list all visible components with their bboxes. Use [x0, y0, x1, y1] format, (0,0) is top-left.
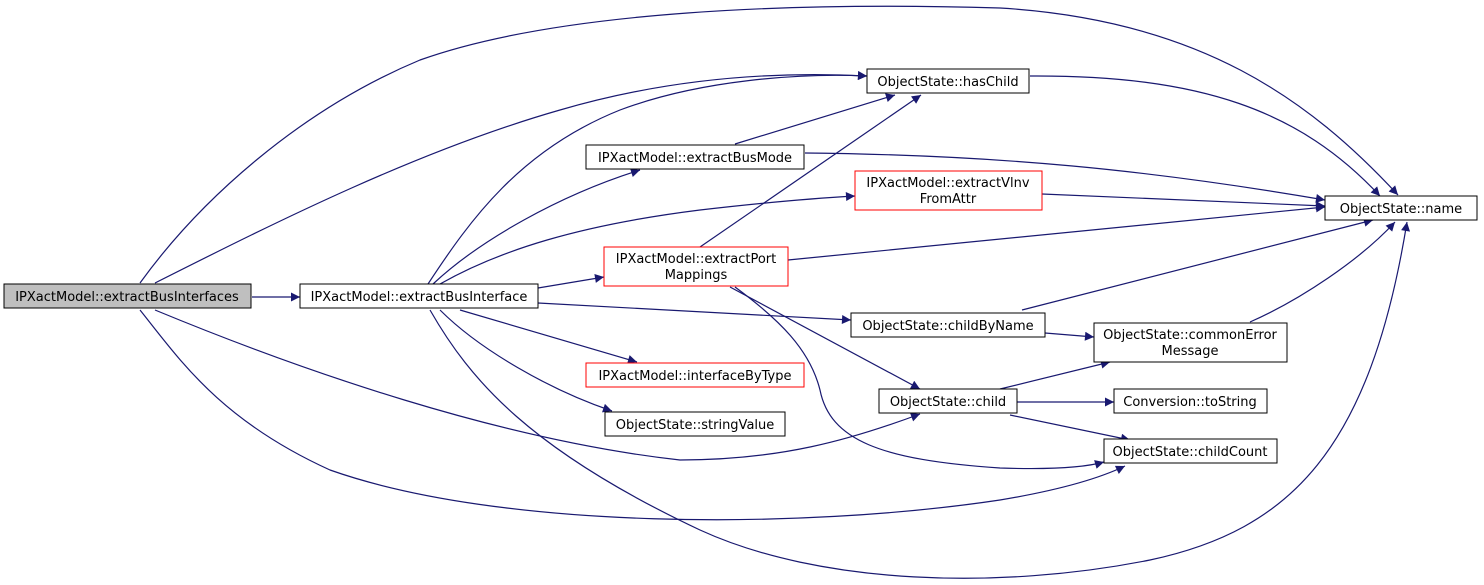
edge-extractBusInterface-to-extractBusMode [432, 168, 641, 285]
node-label-line2: Message [1162, 344, 1219, 359]
node-label: ObjectState::stringValue [616, 418, 775, 433]
edge-extractPortMappings-to-name [787, 203, 1326, 261]
edge-extractPortMappings-to-child [729, 286, 921, 390]
node-label: IPXactModel::extractBusInterfaces [15, 290, 239, 305]
node-extractBusInterfaces[interactable]: IPXactModel::extractBusInterfaces [3, 283, 252, 309]
edge-extractBusInterface-to-hasChild [427, 71, 868, 285]
edge-extractVlnvFromAttr-to-name [1041, 193, 1326, 211]
node-commonErrorMessage[interactable]: ObjectState::commonError Message [1093, 322, 1288, 363]
edge-extractBusInterface-to-name [429, 221, 1410, 579]
node-label: IPXactModel::extractBusMode [598, 151, 792, 166]
node-extractPortMappings[interactable]: IPXactModel::extractPort Mappings [603, 246, 789, 287]
node-label: ObjectState::name [1340, 202, 1462, 217]
edge-commonErrorMessage-to-name [1249, 221, 1396, 323]
node-label: Conversion::toString [1123, 395, 1257, 410]
edge-extractBusInterfaces-to-child [154, 309, 921, 461]
edge-extractBusInterface-to-extractVlnvFromAttr [439, 192, 856, 285]
node-toString[interactable]: Conversion::toString [1113, 388, 1268, 414]
edge-child-to-childCount [1009, 414, 1131, 443]
node-childCount[interactable]: ObjectState::childCount [1103, 438, 1278, 464]
edge-child-to-commonErrorMessage [999, 359, 1111, 390]
node-name[interactable]: ObjectState::name [1324, 195, 1478, 221]
edge-extractPortMappings-to-childCount [734, 286, 1105, 470]
edge-childByName-to-name [1021, 217, 1374, 311]
node-label-line1: ObjectState::commonError [1103, 328, 1277, 343]
node-childByName[interactable]: ObjectState::childByName [850, 312, 1046, 338]
edge-hasChild-to-name [1029, 75, 1381, 197]
node-label-line2: FromAttr [920, 192, 977, 207]
edge-extractBusInterface-to-interfaceByType [459, 309, 638, 364]
edge-extractBusMode-to-hasChild [734, 93, 896, 145]
edges [139, 5, 1410, 579]
nodes: IPXactModel::extractBusInterfaces IPXact… [3, 68, 1478, 464]
node-label: IPXactModel::interfaceByType [598, 369, 791, 384]
node-label: ObjectState::childCount [1113, 445, 1268, 460]
node-label-line1: IPXactModel::extractVlnv [866, 176, 1029, 191]
edge-extractBusInterfaces-to-name [139, 5, 1399, 284]
node-hasChild[interactable]: ObjectState::hasChild [866, 68, 1030, 94]
node-label-line1: IPXactModel::extractPort [616, 252, 776, 267]
node-label: IPXactModel::extractBusInterface [311, 290, 528, 305]
node-label: ObjectState::child [890, 395, 1006, 410]
node-extractBusMode[interactable]: IPXactModel::extractBusMode [585, 144, 805, 170]
edge-extractBusMode-to-name [804, 152, 1326, 203]
edge-extractBusInterface-to-extractPortMappings [537, 274, 605, 289]
node-label: ObjectState::childByName [862, 319, 1033, 334]
node-extractBusInterface[interactable]: IPXactModel::extractBusInterface [299, 283, 539, 309]
node-interfaceByType[interactable]: IPXactModel::interfaceByType [585, 362, 805, 388]
edge-extractBusInterface-to-stringValue [439, 309, 613, 413]
edge-extractPortMappings-to-hasChild [699, 94, 922, 248]
edge-extractBusInterfaces-to-childCount [139, 309, 1126, 521]
edge-extractBusInterface-to-childByName [537, 302, 852, 325]
edge-extractBusInterfaces-to-hasChild [154, 71, 868, 284]
node-child[interactable]: ObjectState::child [878, 388, 1018, 414]
node-label-line2: Mappings [665, 268, 728, 283]
node-stringValue[interactable]: ObjectState::stringValue [604, 411, 786, 437]
node-label: ObjectState::hasChild [877, 75, 1018, 90]
node-extractVlnvFromAttr[interactable]: IPXactModel::extractVlnv FromAttr [854, 170, 1043, 211]
edge-childByName-to-commonErrorMessage [1044, 331, 1095, 341]
